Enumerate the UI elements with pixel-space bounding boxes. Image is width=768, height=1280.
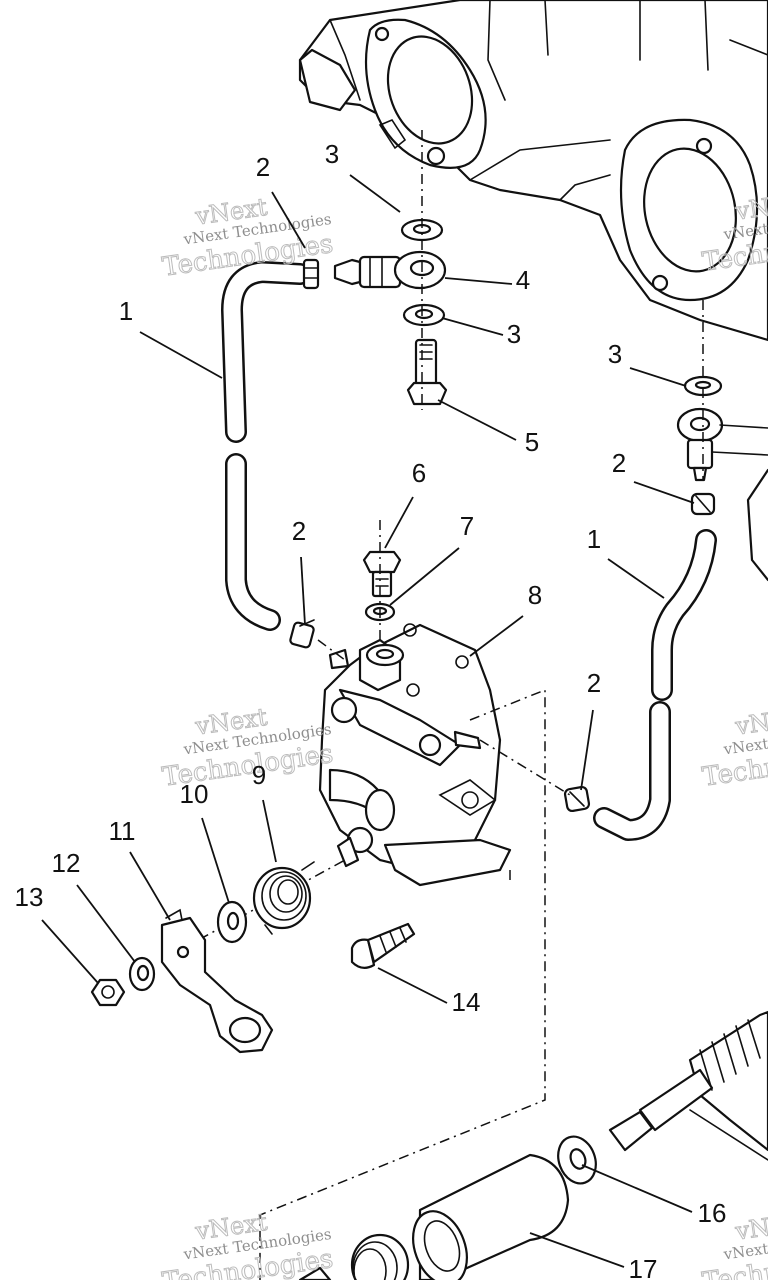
leader-line bbox=[607, 558, 665, 599]
washer-16 bbox=[557, 1135, 597, 1185]
leader-line bbox=[262, 799, 277, 863]
banjo-fitting-right bbox=[676, 407, 768, 482]
callout-c17: 17 bbox=[529, 1232, 658, 1280]
callout-c2b: 2 bbox=[292, 516, 306, 626]
leader-line bbox=[76, 884, 136, 963]
banjo-bolt-6 bbox=[362, 550, 402, 598]
callout-number: 4 bbox=[516, 265, 530, 295]
callout-number: 13 bbox=[15, 882, 44, 912]
callout-number: 6 bbox=[412, 458, 426, 488]
leader-line bbox=[529, 1232, 625, 1268]
hose-clamp-2-top bbox=[302, 258, 320, 290]
callout-c1a: 1 bbox=[119, 296, 223, 379]
callout-number: 3 bbox=[507, 319, 521, 349]
callout-c8: 8 bbox=[469, 580, 542, 657]
callout-number: 1 bbox=[587, 524, 601, 554]
washer-3-lower bbox=[402, 303, 446, 327]
callout-c10: 10 bbox=[180, 779, 230, 904]
callout-number: 7 bbox=[460, 511, 474, 541]
leader-line bbox=[633, 481, 695, 504]
callout-number: 2 bbox=[587, 668, 601, 698]
callout-c1b: 1 bbox=[587, 524, 665, 599]
callout-number: 12 bbox=[52, 848, 81, 878]
callout-number: 16 bbox=[698, 1198, 727, 1228]
leader-line bbox=[629, 367, 687, 387]
banjo-fitting-4 bbox=[333, 250, 447, 290]
leader-line bbox=[437, 399, 517, 441]
return-spring-9 bbox=[252, 861, 315, 935]
callout-c16: 16 bbox=[581, 1164, 727, 1228]
callout-c3c: 3 bbox=[608, 339, 687, 387]
engine-right-edge bbox=[746, 468, 768, 582]
callout-c14: 14 bbox=[377, 967, 481, 1017]
callout-number: 10 bbox=[180, 779, 209, 809]
leader-line bbox=[580, 709, 594, 791]
leader-line bbox=[41, 919, 99, 984]
callout-number: 2 bbox=[256, 152, 270, 182]
callout-c5: 5 bbox=[437, 399, 539, 457]
callout-c4: 4 bbox=[444, 265, 530, 295]
pump-lever-11 bbox=[160, 908, 274, 1054]
banjo-bolt-5 bbox=[406, 338, 448, 406]
callout-number: 3 bbox=[325, 139, 339, 169]
leader-line bbox=[129, 851, 171, 921]
callout-c3a: 3 bbox=[325, 139, 401, 213]
callout-c2a: 2 bbox=[256, 152, 306, 249]
callout-c2c: 2 bbox=[612, 448, 695, 504]
oil-hose-1-right-lower bbox=[593, 701, 671, 841]
callout-number: 9 bbox=[252, 760, 266, 790]
leader-line bbox=[469, 615, 524, 657]
leader-line bbox=[139, 331, 223, 379]
hose-clamp-2-lower-right bbox=[563, 785, 591, 813]
callout-number: 2 bbox=[612, 448, 626, 478]
callout-number: 3 bbox=[608, 339, 622, 369]
leader-line bbox=[377, 967, 448, 1004]
hose-clamp-2-left bbox=[289, 619, 315, 649]
callout-number: 5 bbox=[525, 427, 539, 457]
callout-number: 2 bbox=[292, 516, 306, 546]
gear-spring-bottom bbox=[298, 1233, 410, 1280]
leader-line bbox=[444, 277, 513, 285]
callout-number: 14 bbox=[452, 987, 481, 1017]
engine-crankcase bbox=[298, 0, 768, 342]
callout-number: 17 bbox=[629, 1254, 658, 1280]
callout-c9: 9 bbox=[252, 760, 277, 863]
nut-13 bbox=[90, 978, 126, 1007]
lock-washer-12 bbox=[128, 956, 156, 992]
leader-line bbox=[384, 496, 414, 549]
oil-pump-body bbox=[318, 623, 512, 887]
leader-line bbox=[201, 817, 230, 904]
leader-line bbox=[441, 317, 504, 336]
callout-c2d: 2 bbox=[580, 668, 601, 791]
screw-14 bbox=[350, 922, 416, 969]
oil-hose-1-right-upper bbox=[651, 529, 717, 701]
callout-c3b: 3 bbox=[441, 317, 521, 349]
oil-hose-1-left-lower bbox=[225, 453, 281, 631]
leader-line bbox=[271, 191, 306, 249]
leader-line bbox=[300, 556, 306, 626]
hose-clamp-2-right bbox=[690, 492, 716, 516]
leader-line bbox=[349, 174, 401, 213]
callout-c11: 11 bbox=[109, 816, 171, 921]
washer-10 bbox=[216, 900, 248, 944]
oil-hose-1-left-upper bbox=[221, 261, 311, 443]
sleeve-17 bbox=[412, 1153, 570, 1280]
leader-line bbox=[581, 1164, 693, 1213]
leader-line bbox=[389, 547, 460, 606]
callout-c7: 7 bbox=[389, 511, 474, 606]
callout-c13: 13 bbox=[15, 882, 99, 984]
callout-number: 11 bbox=[109, 816, 136, 846]
callout-number: 1 bbox=[119, 296, 133, 326]
drive-gear-shaft bbox=[608, 1010, 768, 1161]
callout-c6: 6 bbox=[384, 458, 426, 549]
callout-number: 8 bbox=[528, 580, 542, 610]
callout-c12: 12 bbox=[52, 848, 136, 963]
assembly-center-lines bbox=[179, 130, 704, 1280]
